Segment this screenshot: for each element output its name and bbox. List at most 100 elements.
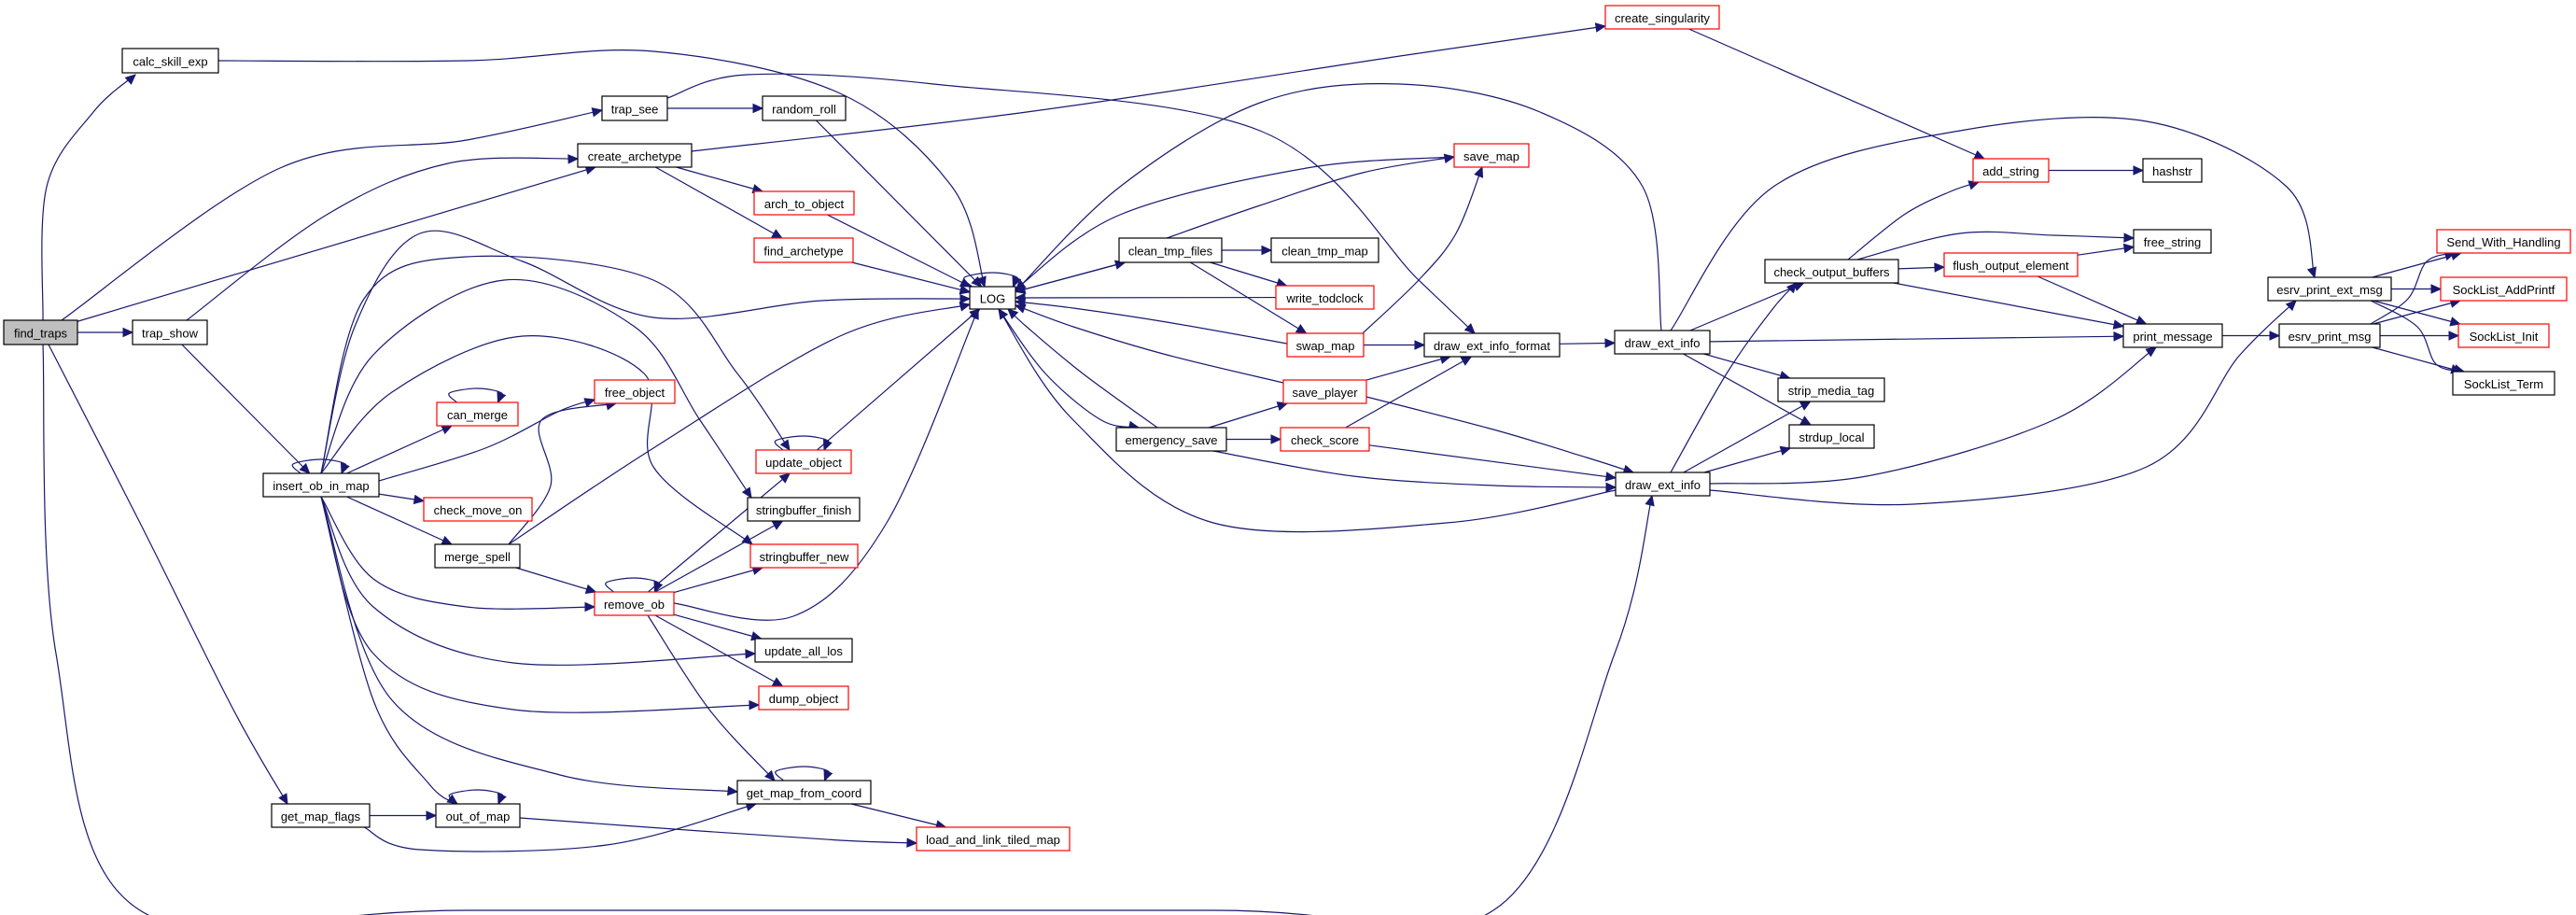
node-check_score[interactable]: check_score [1280, 427, 1370, 452]
node-box[interactable] [2267, 276, 2392, 302]
node-SockList_Init[interactable]: SockList_Init [2457, 323, 2550, 348]
node-box[interactable] [1615, 472, 1711, 497]
node-free_object[interactable]: free_object [594, 379, 676, 404]
node-get_map_flags[interactable]: get_map_flags [271, 803, 371, 828]
node-remove_ob[interactable]: remove_ob [594, 591, 675, 616]
node-box[interactable] [1972, 158, 2050, 183]
node-strdup_local[interactable]: strdup_local [1788, 424, 1875, 449]
node-box[interactable] [594, 591, 675, 616]
node-update_all_los[interactable]: update_all_los [754, 638, 853, 663]
node-box[interactable] [1764, 259, 1899, 284]
node-box[interactable] [423, 497, 533, 522]
node-box[interactable] [916, 826, 1071, 852]
node-box[interactable] [271, 803, 371, 828]
node-SockList_AddPrintf[interactable]: SockList_AddPrintf [2440, 276, 2568, 302]
node-load_and_link_tiled_map[interactable]: load_and_link_tiled_map [916, 826, 1071, 852]
node-box[interactable] [1282, 379, 1367, 404]
node-calc_skill_exp[interactable]: calc_skill_exp [121, 48, 219, 74]
node-save_map[interactable]: save_map [1453, 143, 1530, 168]
node-box[interactable] [434, 543, 521, 569]
node-box[interactable] [601, 95, 668, 121]
node-swap_map[interactable]: swap_map [1286, 332, 1365, 358]
node-box[interactable] [758, 685, 849, 711]
node-box[interactable] [2457, 323, 2550, 348]
node-hashstr[interactable]: hashstr [2142, 158, 2203, 183]
node-insert_ob_in_map[interactable]: insert_ob_in_map [262, 472, 380, 498]
node-print_message[interactable]: print_message [2122, 323, 2223, 348]
node-box[interactable] [1118, 237, 1223, 263]
node-box[interactable] [2452, 371, 2555, 396]
node-box[interactable] [2440, 276, 2568, 302]
node-box[interactable] [1777, 377, 1885, 402]
node-box[interactable] [2122, 323, 2223, 348]
node-trap_see[interactable]: trap_see [601, 95, 668, 121]
node-esrv_print_msg[interactable]: esrv_print_msg [2278, 323, 2381, 348]
node-get_map_from_coord[interactable]: get_map_from_coord [736, 780, 872, 805]
node-box[interactable] [262, 472, 380, 498]
node-box[interactable] [436, 401, 519, 427]
node-out_of_map[interactable]: out_of_map [435, 803, 521, 828]
node-draw_ext_info_format[interactable]: draw_ext_info_format [1423, 332, 1561, 358]
node-box[interactable] [1604, 5, 1720, 30]
node-random_roll[interactable]: random_roll [762, 95, 847, 121]
node-box[interactable] [753, 237, 854, 263]
node-write_todclock[interactable]: write_todclock [1275, 285, 1375, 310]
node-check_output_buffers[interactable]: check_output_buffers [1764, 259, 1899, 284]
node-box[interactable] [755, 449, 852, 474]
node-draw_ext_info_a[interactable]: draw_ext_info [1614, 330, 1711, 355]
node-box[interactable] [1943, 252, 2079, 277]
node-box[interactable] [1115, 427, 1227, 452]
node-clean_tmp_map[interactable]: clean_tmp_map [1270, 237, 1379, 263]
node-box[interactable] [1423, 332, 1561, 358]
node-box[interactable] [1270, 237, 1379, 263]
node-box[interactable] [749, 543, 859, 569]
node-update_object[interactable]: update_object [755, 449, 852, 474]
node-box[interactable] [1788, 424, 1875, 449]
node-find_traps[interactable]: find_traps [3, 319, 78, 345]
node-box[interactable] [121, 48, 219, 74]
node-can_merge[interactable]: can_merge [436, 401, 519, 427]
node-check_move_on[interactable]: check_move_on [423, 497, 533, 522]
node-create_archetype[interactable]: create_archetype [577, 143, 693, 168]
node-box[interactable] [594, 379, 676, 404]
node-stringbuffer_finish[interactable]: stringbuffer_finish [747, 497, 861, 522]
node-arch_to_object[interactable]: arch_to_object [753, 190, 855, 216]
node-box[interactable] [1280, 427, 1370, 452]
node-box[interactable] [1614, 330, 1711, 355]
node-find_archetype[interactable]: find_archetype [753, 237, 854, 263]
node-box[interactable] [2436, 229, 2571, 254]
node-box[interactable] [132, 319, 208, 345]
node-box[interactable] [969, 286, 1016, 310]
node-box[interactable] [577, 143, 693, 168]
node-box[interactable] [2133, 229, 2212, 254]
node-box[interactable] [736, 780, 872, 805]
node-merge_spell[interactable]: merge_spell [434, 543, 521, 569]
node-clean_tmp_files[interactable]: clean_tmp_files [1118, 237, 1223, 263]
node-flush_output_element[interactable]: flush_output_element [1943, 252, 2079, 277]
node-strip_media_tag[interactable]: strip_media_tag [1777, 377, 1885, 402]
node-stringbuffer_new[interactable]: stringbuffer_new [749, 543, 859, 569]
node-emergency_save[interactable]: emergency_save [1115, 427, 1227, 452]
node-box[interactable] [753, 190, 855, 216]
node-draw_ext_info_b[interactable]: draw_ext_info [1615, 472, 1711, 497]
node-box[interactable] [2278, 323, 2381, 348]
node-esrv_print_ext_msg[interactable]: esrv_print_ext_msg [2267, 276, 2392, 302]
node-save_player[interactable]: save_player [1282, 379, 1367, 404]
node-Send_With_Handling[interactable]: Send_With_Handling [2436, 229, 2571, 254]
node-box[interactable] [754, 638, 853, 663]
node-SockList_Term[interactable]: SockList_Term [2452, 371, 2555, 396]
node-box[interactable] [1275, 285, 1375, 310]
node-box[interactable] [435, 803, 521, 828]
node-box[interactable] [3, 319, 78, 345]
node-box[interactable] [1286, 332, 1365, 358]
node-box[interactable] [762, 95, 847, 121]
node-trap_show[interactable]: trap_show [132, 319, 208, 345]
node-box[interactable] [747, 497, 861, 522]
node-LOG[interactable]: LOG [969, 286, 1016, 310]
node-create_singularity[interactable]: create_singularity [1604, 5, 1720, 30]
node-box[interactable] [1453, 143, 1530, 168]
node-add_string[interactable]: add_string [1972, 158, 2050, 183]
node-dump_object[interactable]: dump_object [758, 685, 849, 711]
node-free_string[interactable]: free_string [2133, 229, 2212, 254]
node-box[interactable] [2142, 158, 2203, 183]
